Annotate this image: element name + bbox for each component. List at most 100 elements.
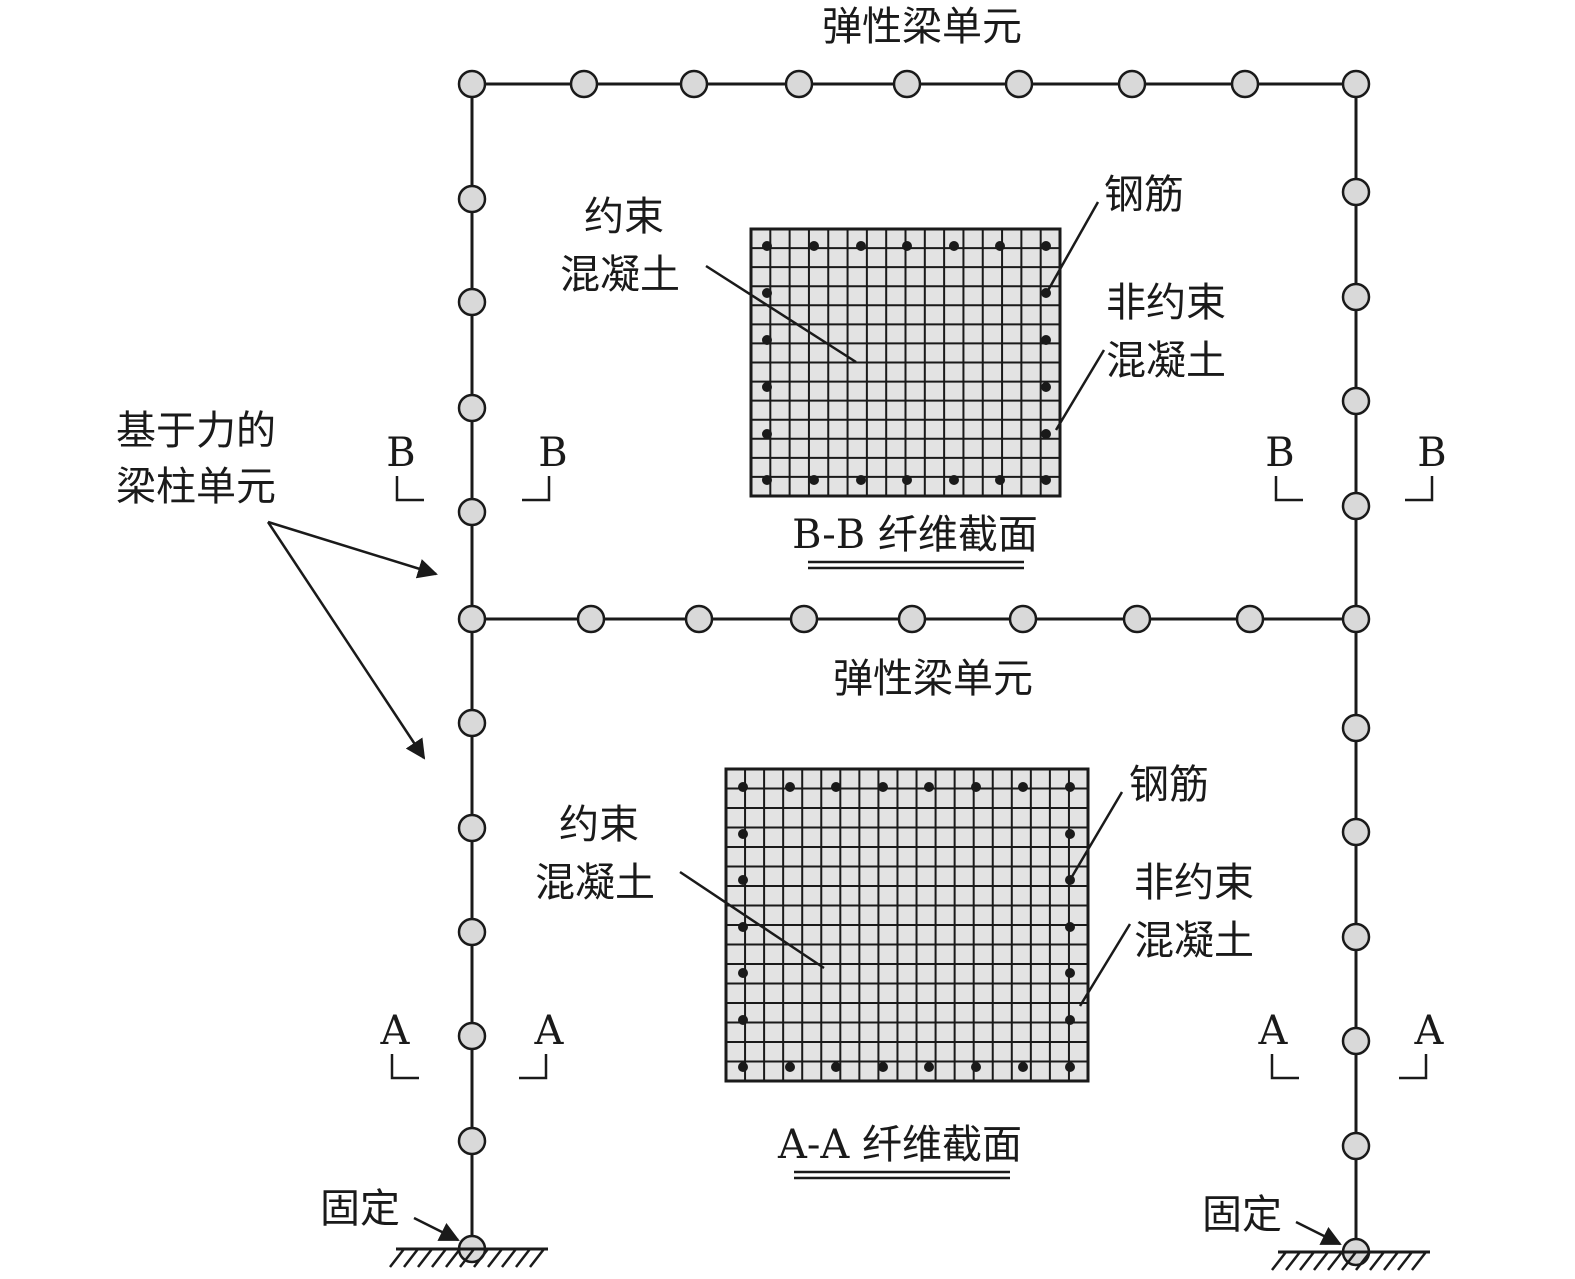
cut-letter-a-left-1: A: [380, 1008, 411, 1054]
top-beam-node: [1117, 69, 1147, 99]
section-a-a-rebar-points: [738, 782, 1075, 1072]
top-beam-node: [569, 69, 599, 99]
rebar-point: [1065, 782, 1075, 792]
rebar-point: [856, 475, 866, 485]
fixed-right-arrow: [1295, 1220, 1342, 1246]
left-column-node: [457, 184, 487, 214]
cut-letter-b-left-2: B: [538, 430, 567, 476]
top-beam-node: [679, 69, 709, 99]
rebar-point: [738, 1062, 748, 1072]
rebar-point: [902, 241, 912, 251]
mid-beam-node: [789, 604, 819, 634]
right-column-node: [1341, 282, 1371, 312]
rebar-point: [856, 241, 866, 251]
support-hatch-line: [1341, 1251, 1357, 1271]
top-beam-node: [784, 69, 814, 99]
rebar-point: [762, 475, 772, 485]
mid-beam-node: [1008, 604, 1038, 634]
support-hatch-line: [1383, 1251, 1399, 1271]
cut-mark-b-left: B B: [386, 430, 568, 502]
top-beam-label: 弹性梁单元: [822, 4, 1022, 50]
left-column-node: [457, 287, 487, 317]
section-b-b-fiber-grid: [751, 229, 1060, 496]
cut-bracket-a-left-2: [519, 1054, 548, 1080]
rebar-point: [1041, 335, 1051, 345]
rebar-point: [971, 1062, 981, 1072]
rebar-point: [1065, 922, 1075, 932]
top-beam-node: [892, 69, 922, 99]
rebar-point: [924, 782, 934, 792]
rebar-point: [1041, 429, 1051, 439]
force-element-arrow-upper: [267, 520, 438, 579]
top-beam-node: [1230, 69, 1260, 99]
rebar-point: [949, 241, 959, 251]
right-column-node: [1341, 386, 1371, 416]
right-support-hatch: [1271, 1251, 1427, 1271]
fixed-left-label: 固定: [320, 1186, 400, 1232]
mid-beam-label: 弹性梁单元: [833, 656, 1033, 702]
rebar-point: [1041, 475, 1051, 485]
right-column-node: [1341, 177, 1371, 207]
right-column-node: [1341, 922, 1371, 952]
right-fixed-support: [1271, 1250, 1430, 1271]
section-a-a-confined-label-2: 混凝土: [535, 860, 655, 906]
rebar-point: [762, 241, 772, 251]
section-b-b-confined-label-1: 约束: [584, 194, 664, 240]
support-hatch-line: [1355, 1251, 1371, 1271]
cut-letter-b-right-1: B: [1265, 430, 1294, 476]
left-column-node: [457, 708, 487, 738]
fixed-right-label: 固定: [1202, 1192, 1282, 1238]
support-hatch-line: [1327, 1251, 1343, 1271]
mid-beam-node: [576, 604, 606, 634]
rebar-point: [995, 241, 1005, 251]
fixed-left-arrow: [413, 1216, 460, 1242]
cut-mark-b-right: B B: [1265, 430, 1447, 502]
rebar-point: [738, 1015, 748, 1025]
rebar-point: [738, 875, 748, 885]
support-hatch-line: [1271, 1251, 1287, 1271]
section-a-a-fiber-grid: [726, 769, 1088, 1081]
mid-beam-node: [1341, 604, 1371, 634]
rebar-point: [1041, 382, 1051, 392]
rebar-point: [924, 1062, 934, 1072]
top-beam-node: [1341, 69, 1371, 99]
support-hatch-line: [1313, 1251, 1329, 1271]
rebar-point: [878, 1062, 888, 1072]
right-column-node: [1341, 1026, 1371, 1056]
section-b-b-rebar-leader: [1044, 201, 1100, 295]
rebar-point: [785, 1062, 795, 1072]
rebar-point: [1065, 1062, 1075, 1072]
section-a-a: 约束 混凝土 钢筋 非约束 混凝土 A-A 纤维截面: [535, 762, 1254, 1180]
rebar-point: [785, 782, 795, 792]
cut-bracket-b-right-2: [1405, 476, 1434, 502]
left-column-node: [457, 1021, 487, 1051]
right-column-node: [1341, 491, 1371, 521]
support-hatch-line: [1285, 1251, 1301, 1271]
mid-beam-node: [897, 604, 927, 634]
rebar-point: [738, 922, 748, 932]
section-b-b-confined-leader: [705, 264, 857, 364]
rebar-point: [831, 782, 841, 792]
support-hatch-line: [431, 1248, 447, 1268]
support-hatch-line: [459, 1248, 475, 1268]
mid-beam-node: [1235, 604, 1265, 634]
rebar-point: [809, 475, 819, 485]
section-b-b: 约束 混凝土 钢筋 非约束 混凝土 B-B 纤维截面: [560, 172, 1226, 570]
support-hatch-line: [1411, 1251, 1427, 1271]
force-element-arrow-lower: [266, 521, 426, 760]
left-column-node: [457, 393, 487, 423]
rebar-point: [902, 475, 912, 485]
cut-letter-a-left-2: A: [534, 1008, 565, 1054]
section-b-b-confined-label-2: 混凝土: [560, 252, 680, 298]
rebar-point: [762, 429, 772, 439]
support-hatch-line: [473, 1248, 489, 1268]
support-hatch-line: [529, 1248, 545, 1268]
support-hatch-line: [389, 1248, 405, 1268]
section-a-a-title: A-A 纤维截面: [777, 1122, 1022, 1168]
support-hatch-line: [515, 1248, 531, 1268]
left-fixed-support: [389, 1247, 548, 1268]
cut-bracket-a-right-1: [1270, 1054, 1299, 1080]
cut-mark-a-left: A A: [380, 1008, 565, 1080]
section-a-a-rebar-label: 钢筋: [1129, 762, 1209, 808]
section-a-a-confined-leader: [679, 870, 825, 970]
